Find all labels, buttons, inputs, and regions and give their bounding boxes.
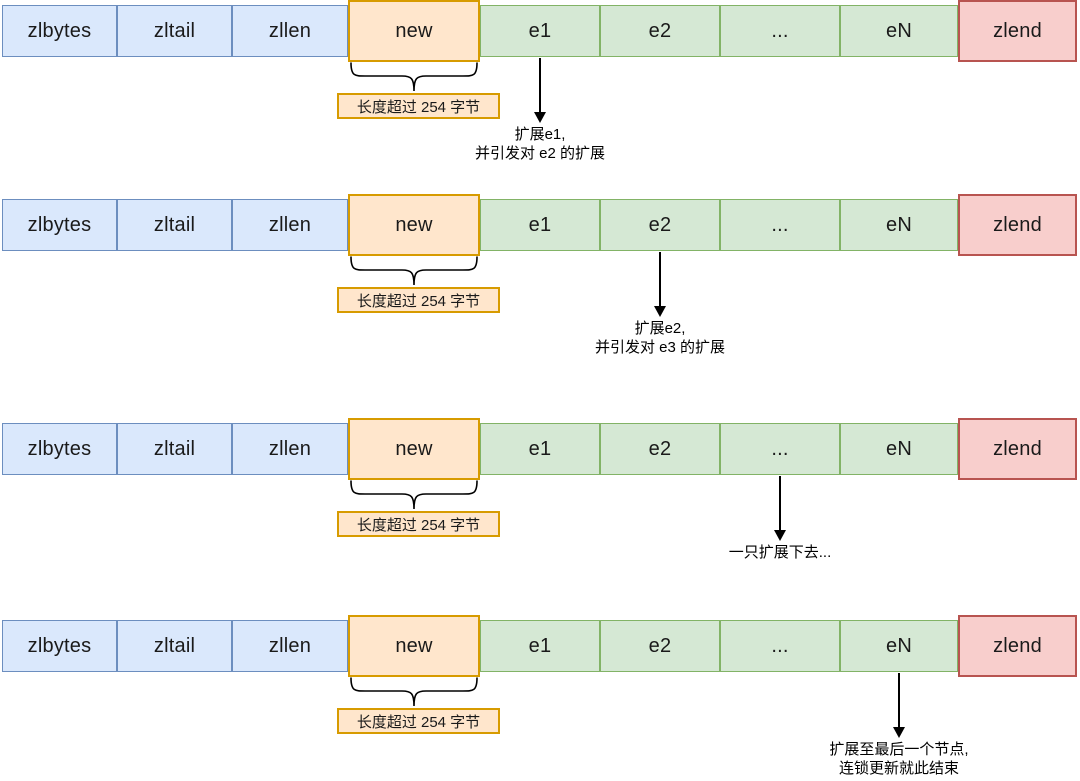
cell-zllen: zllen xyxy=(232,199,348,251)
cell-zlbytes: zlbytes xyxy=(2,199,117,251)
cell-zlend: zlend xyxy=(958,418,1077,480)
cell-e1: e1 xyxy=(480,5,600,57)
cell-ellipsis: ... xyxy=(720,620,840,672)
cell-zllen: zllen xyxy=(232,423,348,475)
cascade-note-line: 扩展e2, xyxy=(634,320,686,337)
brace-label: 长度超过 254 字节 xyxy=(337,708,500,734)
cell-zlbytes: zlbytes xyxy=(2,5,117,57)
cell-zllen: zllen xyxy=(232,5,348,57)
cell-new: new xyxy=(348,0,480,62)
cascade-note-line: 扩展至最后一个节点, xyxy=(829,741,969,758)
cell-ellipsis: ... xyxy=(720,423,840,475)
cell-new: new xyxy=(348,615,480,677)
cell-zlend: zlend xyxy=(958,615,1077,677)
cell-zltail: zltail xyxy=(117,5,232,57)
cell-en: eN xyxy=(840,199,958,251)
cascade-note: 扩展至最后一个节点, 连锁更新就此结束 xyxy=(749,740,1049,778)
cell-ellipsis: ... xyxy=(720,199,840,251)
cell-zltail: zltail xyxy=(117,423,232,475)
cell-e2: e2 xyxy=(600,423,720,475)
cell-ellipsis: ... xyxy=(720,5,840,57)
cascade-note: 扩展e1, 并引发对 e2 的扩展 xyxy=(390,125,690,163)
cell-e2: e2 xyxy=(600,5,720,57)
cell-zllen: zllen xyxy=(232,620,348,672)
cascade-note: 一只扩展下去... xyxy=(630,543,930,562)
cascade-note-line: 扩展e1, xyxy=(514,126,566,143)
cell-e2: e2 xyxy=(600,199,720,251)
down-arrow-icon xyxy=(539,58,541,112)
cell-zlbytes: zlbytes xyxy=(2,620,117,672)
down-arrow-icon xyxy=(779,476,781,530)
cell-e1: e1 xyxy=(480,199,600,251)
down-arrow-icon xyxy=(659,252,661,306)
cascade-note-line: 并引发对 e2 的扩展 xyxy=(474,145,606,162)
cell-zlbytes: zlbytes xyxy=(2,423,117,475)
down-arrowhead-icon xyxy=(774,530,786,541)
down-arrow-icon xyxy=(898,673,900,727)
cell-zltail: zltail xyxy=(117,199,232,251)
brace-icon xyxy=(350,677,478,707)
brace-icon xyxy=(350,62,478,92)
brace-label: 长度超过 254 字节 xyxy=(337,93,500,119)
cell-zlend: zlend xyxy=(958,194,1077,256)
cell-e2: e2 xyxy=(600,620,720,672)
cell-new: new xyxy=(348,418,480,480)
cascade-note-line: 一只扩展下去... xyxy=(728,544,832,561)
brace-label: 长度超过 254 字节 xyxy=(337,511,500,537)
brace-label: 长度超过 254 字节 xyxy=(337,287,500,313)
cell-zltail: zltail xyxy=(117,620,232,672)
cell-en: eN xyxy=(840,423,958,475)
down-arrowhead-icon xyxy=(893,727,905,738)
cascade-note-line: 并引发对 e3 的扩展 xyxy=(594,339,726,356)
down-arrowhead-icon xyxy=(654,306,666,317)
cell-en: eN xyxy=(840,5,958,57)
cell-en: eN xyxy=(840,620,958,672)
cascade-note: 扩展e2, 并引发对 e3 的扩展 xyxy=(510,319,810,357)
cascade-note-line: 连锁更新就此结束 xyxy=(838,760,959,777)
cell-e1: e1 xyxy=(480,423,600,475)
brace-icon xyxy=(350,256,478,286)
cell-e1: e1 xyxy=(480,620,600,672)
brace-icon xyxy=(350,480,478,510)
down-arrowhead-icon xyxy=(534,112,546,123)
cell-zlend: zlend xyxy=(958,0,1077,62)
cell-new: new xyxy=(348,194,480,256)
